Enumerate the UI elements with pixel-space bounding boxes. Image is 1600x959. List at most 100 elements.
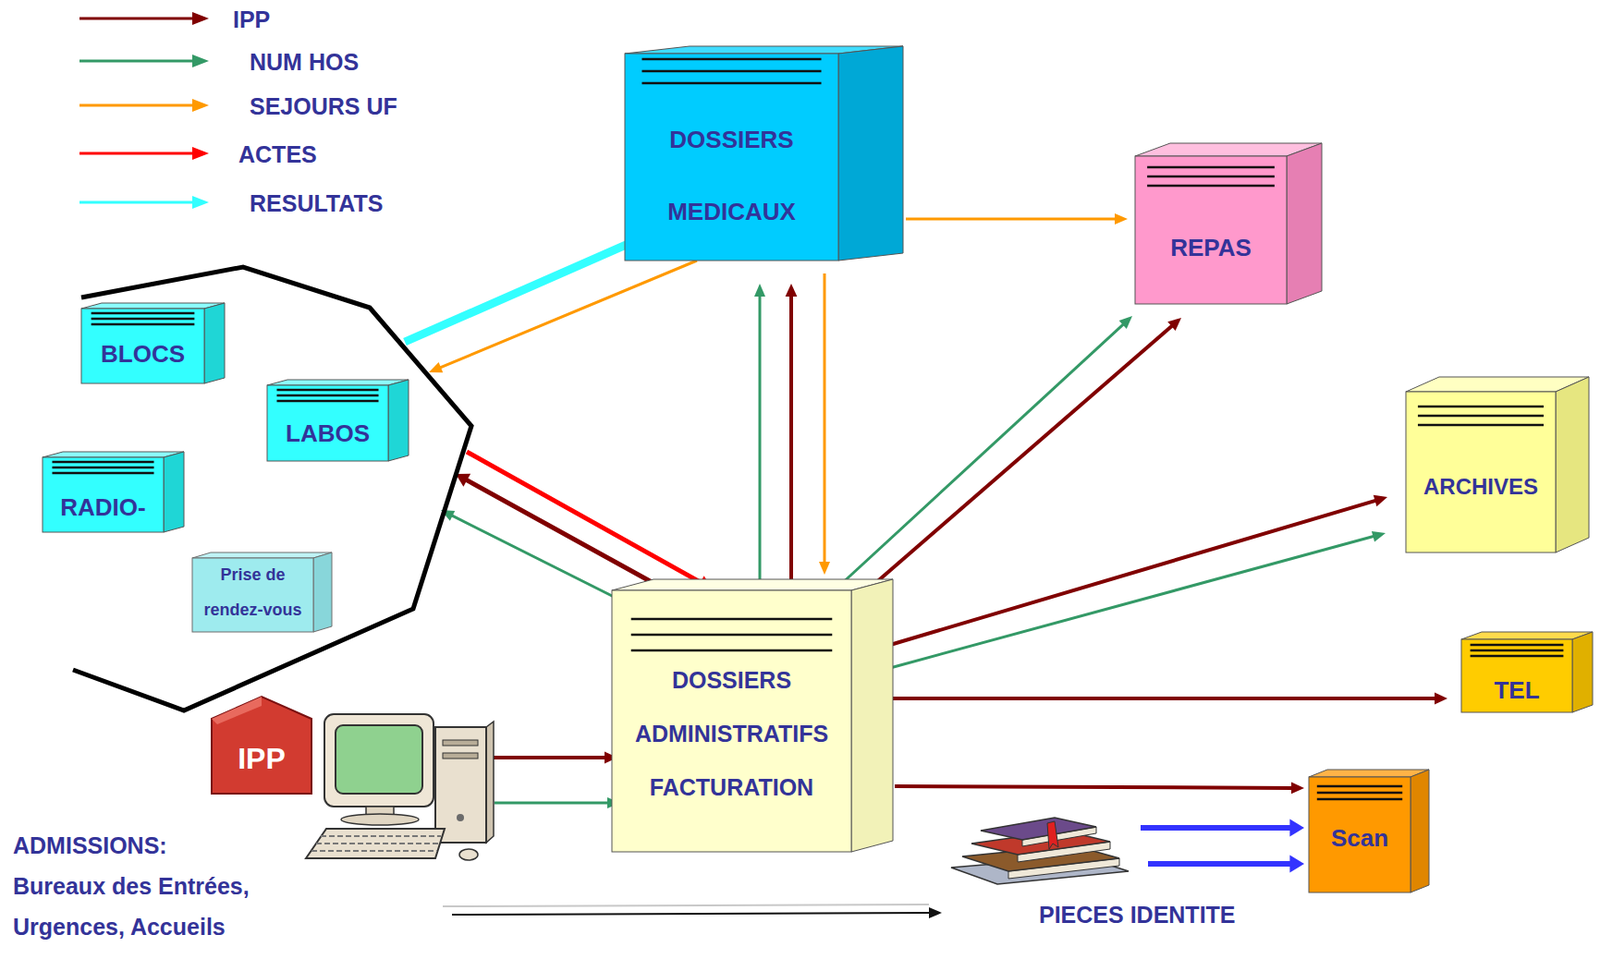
connector-arrow: [838, 316, 1133, 587]
legend-line: [79, 201, 195, 205]
computer-icon: ADMISSIONS: Bureaux des Entrées, Urgence…: [305, 707, 501, 866]
server-front: [42, 457, 164, 533]
server-slot: [1470, 655, 1564, 659]
legend-label: SEJOURS UF: [249, 92, 398, 121]
connector-arrowhead: [1373, 495, 1388, 507]
connector-line: [905, 218, 1116, 221]
monitor: [324, 714, 434, 807]
connector-arrowhead: [428, 362, 443, 373]
server-top: [1461, 632, 1593, 640]
server-box: TEL: [1461, 632, 1593, 713]
legend-arrowhead: [192, 54, 209, 68]
server-slot: [91, 312, 196, 316]
legend-label: NUM HOS: [249, 48, 359, 76]
server-top: [611, 579, 893, 591]
node-label: DOSSIERS MEDICAUX: [630, 103, 833, 248]
node-label: DOSSIERS ADMINISTRATIFS FACTURATION: [617, 653, 846, 815]
connector-arrow: [494, 797, 621, 809]
computer-icon-shape: [305, 707, 501, 866]
bookmark: [1047, 821, 1059, 850]
legend-line: [79, 17, 195, 21]
server-front: [192, 558, 314, 633]
server-slot: [1317, 785, 1403, 789]
server-box: REPAS: [1135, 143, 1322, 305]
connector-line: [1148, 861, 1292, 868]
server-box: DOSSIERS ADMINISTRATIFS FACTURATION: [611, 579, 893, 853]
node-label: Prise de rendez-vous: [197, 557, 308, 628]
connector-arrow: [442, 904, 942, 919]
server-side: [851, 579, 893, 853]
monitor-screen: [335, 725, 423, 794]
server-slot: [1470, 649, 1564, 653]
server-side: [838, 46, 904, 261]
server-box: LABOS: [267, 379, 409, 462]
server-slot: [91, 323, 196, 327]
server-top: [267, 379, 409, 386]
server-box-shape: [1405, 377, 1589, 553]
connector-line: [451, 913, 930, 916]
connector-arrowhead: [1291, 782, 1305, 795]
tower-side: [486, 721, 494, 843]
connector-line: [1140, 825, 1292, 831]
tower-slot: [442, 740, 478, 746]
connector-arrow: [859, 317, 1182, 598]
connector-arrow: [785, 283, 798, 587]
connector-line: [894, 786, 1293, 789]
server-side: [388, 379, 409, 462]
server-slot: [51, 472, 154, 476]
legend-label: RESULTATS: [249, 189, 383, 218]
server-side: [163, 451, 184, 533]
server-top: [192, 552, 332, 559]
keyboard-keys: [316, 842, 440, 845]
legend-swatch: [79, 142, 219, 165]
book: [980, 818, 1097, 841]
server-top: [42, 451, 184, 458]
server-slot: [51, 461, 154, 465]
region-outline: BLOCS LABOS RADIO-Prise de rendez-vous: [36, 263, 477, 717]
connector-arrow: [754, 283, 766, 587]
server-slot: [631, 649, 833, 653]
connector-arrowhead: [1114, 213, 1128, 225]
node-label: REPAS: [1140, 229, 1282, 267]
server-slot: [631, 618, 833, 622]
server-front: [267, 385, 389, 462]
server-slot: [641, 82, 821, 86]
server-box: BLOCS: [81, 303, 225, 384]
server-slot: [276, 394, 379, 398]
connector-arrow: [466, 451, 712, 589]
node-label: BLOCS: [86, 335, 199, 373]
connector-arrowhead: [785, 283, 798, 297]
connector-arrowhead: [1371, 531, 1386, 543]
mouse: [459, 849, 478, 861]
server-front: [1308, 777, 1411, 893]
server-box: ARCHIVES: [1405, 377, 1589, 553]
legend-line: [79, 104, 195, 108]
server-slot: [91, 317, 196, 321]
node-label: TEL: [1466, 671, 1567, 709]
books-icon: PIECES IDENTITE: [943, 810, 1133, 888]
house-body: [211, 696, 312, 794]
server-slot: [1147, 166, 1275, 170]
tower-button: [456, 814, 465, 822]
legend-arrowhead: [192, 12, 209, 25]
legend-label: IPP: [232, 5, 270, 34]
server-side: [1286, 143, 1322, 305]
connector-line: [494, 802, 609, 806]
server-slot: [641, 58, 821, 62]
server-front: [1405, 391, 1556, 553]
connector-arrow: [404, 229, 654, 342]
server-side: [1555, 377, 1589, 553]
server-slot: [1417, 415, 1544, 418]
connector-arrowhead: [1289, 854, 1305, 873]
server-slot: [631, 634, 833, 637]
server-box: RADIO-: [42, 451, 184, 533]
connector-arrowhead: [1167, 317, 1182, 331]
monitor-base: [341, 814, 419, 826]
server-side: [1572, 632, 1593, 713]
server-front: [81, 308, 205, 384]
connector-line: [823, 273, 827, 563]
legend-line: [79, 152, 195, 156]
server-top: [1308, 769, 1430, 778]
server-slot: [276, 389, 379, 392]
